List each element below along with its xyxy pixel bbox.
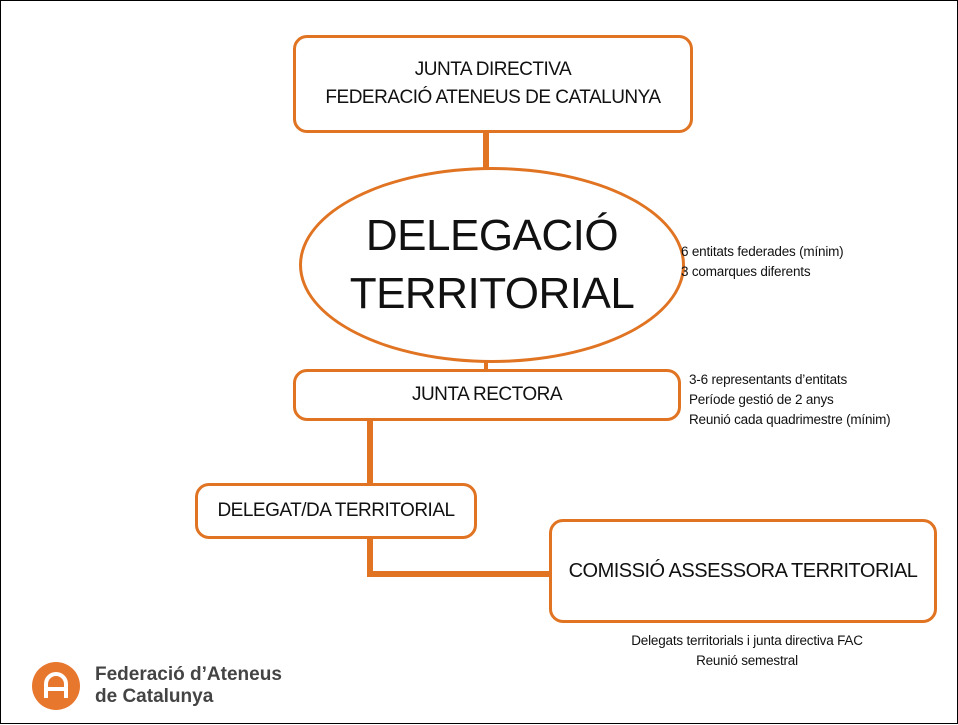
federacio-ateneus-logo-icon (32, 662, 80, 710)
junta-rectora-box: JUNTA RECTORA (293, 369, 681, 421)
delegacio-note-line: 3 comarques diferents (681, 264, 811, 279)
junta-rectora-note-line: 3-6 representants d’entitats (689, 372, 847, 387)
logo-line1: Federació d’Ateneus (95, 664, 282, 685)
delegacio-note-line: 6 entitats federades (mínim) (681, 244, 844, 259)
junta-directiva-subtitle: FEDERACIÓ ATENEUS DE CATALUNYA (325, 87, 661, 108)
delegacio-note: 6 entitats federades (mínim) 3 comarques… (681, 242, 844, 282)
delegacio-territorial-ellipse: DELEGACIÓ TERRITORIAL (299, 167, 685, 363)
delegacio-line1: DELEGACIÓ (365, 211, 619, 260)
comissio-assessora-box: COMISSIÓ ASSESSORA TERRITORIAL (549, 519, 937, 623)
logo-text: Federació d’Ateneus de Catalunya (95, 664, 282, 708)
link-delegat-comissio (367, 536, 554, 577)
junta-rectora-note: 3-6 representants d’entitats Període ges… (689, 370, 891, 430)
federacio-logo: Federació d’Ateneus de Catalunya (31, 661, 282, 711)
junta-rectora-note-line: Període gestió de 2 anys (689, 392, 834, 407)
comissio-note-line: Reunió semestral (696, 653, 798, 668)
comissio-note-line: Delegats territorials i junta directiva … (631, 633, 863, 648)
junta-rectora-label: JUNTA RECTORA (411, 384, 563, 405)
junta-rectora-note-line: Reunió cada quadrimestre (mínim) (689, 412, 891, 427)
comissio-assessora-label: COMISSIÓ ASSESSORA TERRITORIAL (568, 559, 918, 582)
junta-directiva-box: JUNTA DIRECTIVA FEDERACIÓ ATENEUS DE CAT… (293, 35, 693, 133)
delegat-territorial-label: DELEGAT/DA TERRITORIAL (217, 500, 455, 521)
logo-line2: de Catalunya (95, 686, 214, 707)
delegat-territorial-box: DELEGAT/DA TERRITORIAL (195, 483, 477, 539)
delegacio-line2: TERRITORIAL (349, 269, 635, 318)
comissio-note: Delegats territorials i junta directiva … (597, 631, 897, 671)
junta-directiva-title: JUNTA DIRECTIVA (414, 59, 572, 80)
